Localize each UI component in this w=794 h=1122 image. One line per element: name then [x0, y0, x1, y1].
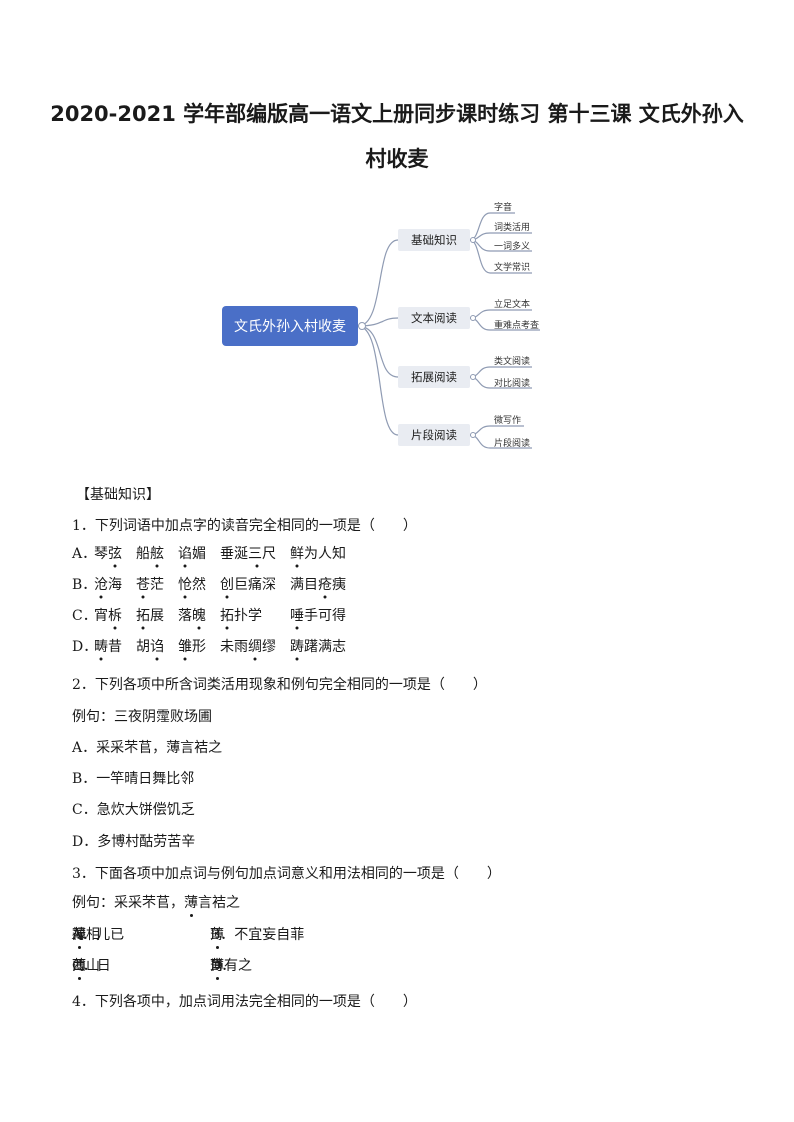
- option-word: 船舷: [136, 546, 164, 562]
- option-word: 胡诌: [136, 639, 164, 655]
- mind-map-branch-node: [398, 307, 470, 329]
- mind-map-leaf-label: 重难点考查: [494, 319, 539, 331]
- example-text: 言袺之: [198, 895, 240, 911]
- mind-map-root-label: 文氏外孙入村收麦: [234, 319, 346, 335]
- mind-map-branch-label: 文本阅读: [411, 311, 457, 325]
- option-letter: C．: [72, 608, 97, 624]
- dotted-character: 薄: [210, 927, 224, 949]
- option-word: 未雨绸缪: [220, 639, 276, 655]
- mind-map-branch-node: [398, 366, 470, 388]
- mind-map-branch-node: [398, 424, 470, 446]
- question-2-stem: 2．下列各项中所含词类活用现象和例句完全相同的一项是（ ）: [72, 677, 487, 693]
- dotted-character: 薄: [72, 958, 86, 980]
- option-word: 谄媚: [178, 546, 206, 562]
- mind-map-leaf-label: 片段阅读: [494, 437, 530, 449]
- question-2-option-c: C．急炊大饼偿饥乏: [72, 802, 195, 818]
- mind-map-branch-label: 拓展阅读: [411, 370, 457, 384]
- question-3-stem: 3．下面各项中加点词与例句加点词意义和用法相同的一项是（ ）: [72, 866, 501, 882]
- mind-map-leaf-label: 对比阅读: [494, 377, 530, 389]
- example-text: 例句：采采芣苢，: [72, 895, 184, 911]
- option-letter: A．: [72, 546, 97, 562]
- option-word: 雏形: [178, 639, 206, 655]
- option-letter: D．: [72, 639, 98, 655]
- dotted-character: 薄: [210, 958, 224, 980]
- mind-map-branch-label: 片段阅读: [411, 428, 457, 442]
- option-word: 沧海: [94, 577, 122, 593]
- question-2-option-b: B．一竿晴日舞比邻: [72, 771, 195, 787]
- mind-map-branch-node: [398, 229, 470, 251]
- option-word: 琴弦: [94, 546, 122, 562]
- question-3-example: 例句：采采芣苢，薄言袺之: [72, 894, 240, 917]
- mind-map-leaf-label: 词类活用: [494, 221, 530, 233]
- question-2-example: 例句：三夜阴霪败场圃: [72, 709, 212, 725]
- option-word: 鲜为人知: [290, 546, 346, 562]
- option-word: 拓扑学: [220, 608, 262, 624]
- option-word: 拓展: [136, 608, 164, 624]
- question-2-option-a: A．采采芣苢，薄言袺之: [72, 740, 223, 756]
- option-word: 畴昔: [94, 639, 122, 655]
- mind-map-leaf-label: 文学常识: [494, 261, 530, 273]
- option-word: 落魄: [178, 608, 206, 624]
- mind-map-leaf-label: 类文阅读: [494, 355, 530, 367]
- option-word: 宵柝: [94, 608, 122, 624]
- question-1-stem: 1．下列词语中加点字的读音完全相同的一项是（ ）: [72, 518, 417, 534]
- question-2-option-d: D．多博村酤劳苦辛: [72, 834, 196, 850]
- mind-map: 文氏外孙入村收麦 基础知识 文本阅读 拓展阅读 片段阅读 字音 词类活用 一词多…: [222, 201, 540, 449]
- mind-map-branch-label: 基础知识: [411, 233, 457, 247]
- option-word: 唾手可得: [290, 608, 346, 624]
- page-title-line-1: 2020-2021 学年部编版高一语文上册同步课时练习 第十三课 文氏外孙入: [50, 102, 744, 126]
- option-word: 创巨痛深: [220, 577, 276, 593]
- emphasis-dots: [99, 564, 327, 661]
- mind-map-leaf-label: 字音: [494, 201, 512, 213]
- option-word: 满目疮痍: [290, 577, 346, 593]
- option-word: 怆然: [178, 577, 206, 593]
- page-title-line-2: 村收麦: [365, 147, 429, 171]
- mind-map-leaf-label: 微写作: [494, 414, 521, 426]
- mind-map-leaf-label: 立足文本: [494, 298, 530, 310]
- section-heading: 【基础知识】: [76, 487, 160, 503]
- mind-map-leaf-label: 一词多义: [494, 240, 530, 252]
- mind-map-root-node: [222, 306, 358, 346]
- collapse-toggle-icon: [358, 322, 366, 330]
- question-4-stem: 4．下列各项中，加点词用法完全相同的一项是（ ）: [72, 994, 417, 1010]
- option-word: 苍茫: [136, 577, 164, 593]
- dotted-character: 薄: [184, 895, 198, 917]
- dotted-character: 薄: [72, 927, 86, 949]
- option-word: 踌躇满志: [290, 639, 346, 655]
- option-letter: B．: [72, 577, 97, 593]
- option-word: 垂涎三尺: [220, 546, 276, 562]
